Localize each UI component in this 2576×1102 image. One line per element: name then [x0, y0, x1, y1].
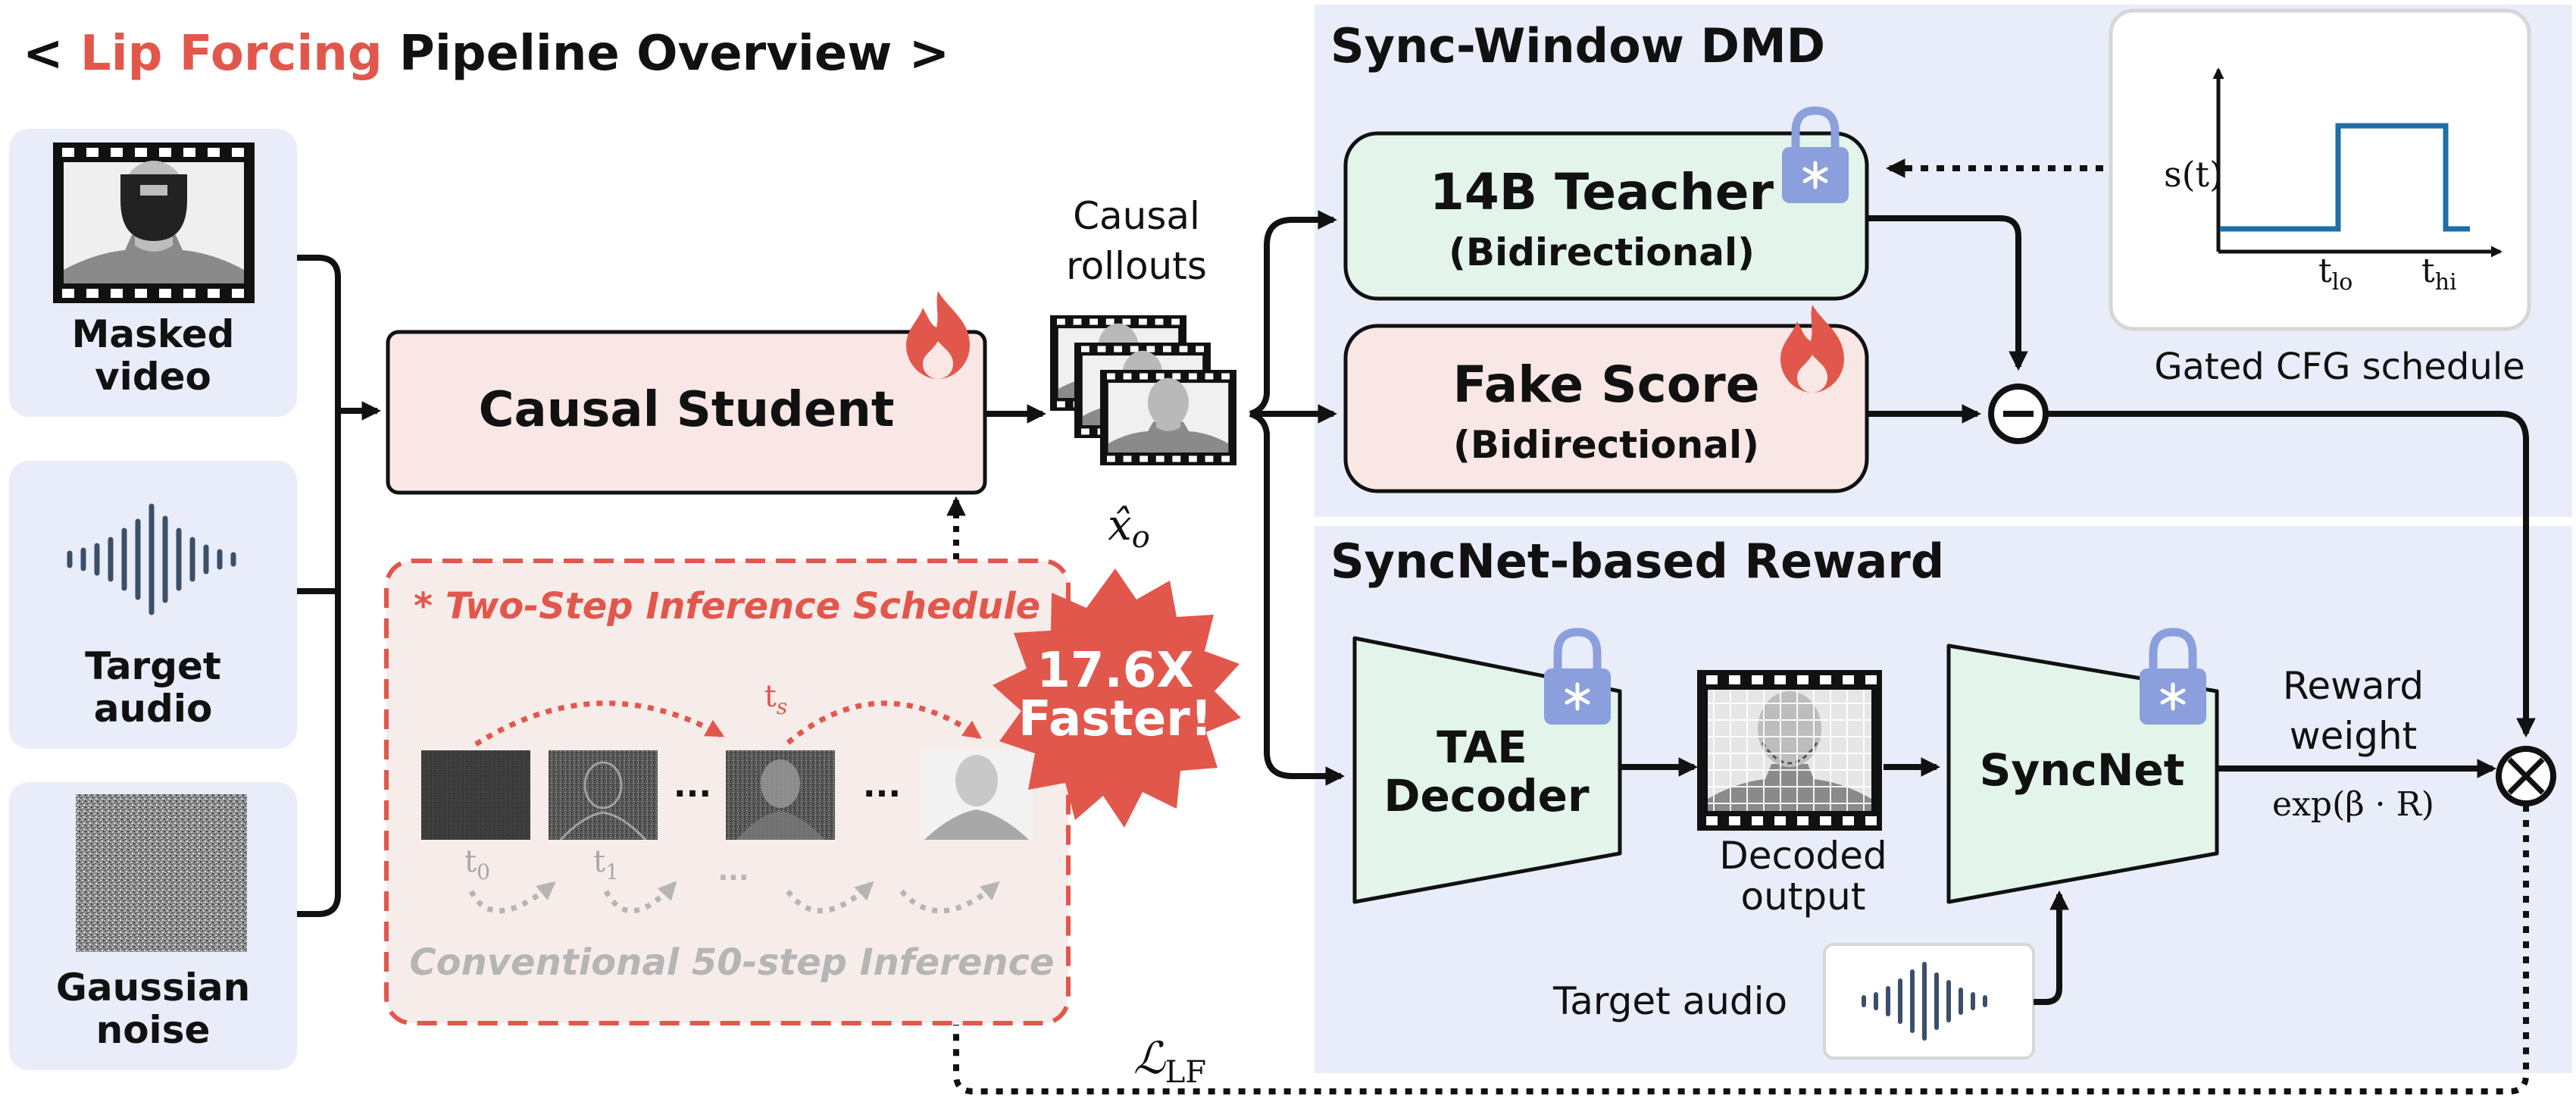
masked-video-label-2: video: [95, 355, 211, 399]
s-label: s(t): [2164, 154, 2223, 195]
audio-to-syncnet-arrow: [2034, 890, 2069, 1005]
frame-t1-face: [559, 761, 647, 841]
teacher-to-minus-arrow: [1867, 215, 2028, 371]
frame-t1: [549, 750, 658, 840]
tlo-label: tlo: [2318, 252, 2352, 296]
teacher-lock-icon: [1782, 106, 1849, 203]
schedule-box: [2109, 8, 2531, 331]
frame-ts-face: [736, 759, 824, 840]
page-title: < Lip Forcing Pipeline Overview >: [23, 26, 949, 82]
conventional-arcs: [468, 881, 1000, 914]
teacher-title: 14B Teacher: [1430, 163, 1774, 221]
fire-icon: [906, 291, 970, 379]
tae-label-2: Decoder: [1383, 770, 1590, 822]
fake-score-sub: (Bidirectional): [1453, 423, 1759, 467]
two-step-arc-2: [786, 700, 983, 745]
snowflake-icon: [1565, 682, 1590, 711]
minus-to-otimes-arrow: [2046, 411, 2536, 738]
reward-title: SyncNet-based Reward: [1330, 534, 1944, 589]
reward-formula: exp(β · R): [2272, 785, 2434, 824]
ellipsis-1: ···: [674, 775, 711, 813]
waveform-icon: [67, 503, 236, 615]
ellipsis-grey: ···: [717, 863, 749, 894]
schedule-axes: [2212, 67, 2503, 258]
film-strip-icon: [53, 142, 255, 303]
badge-line-2: Faster!: [1018, 691, 1212, 747]
fake-score-title: Fake Score: [1453, 355, 1760, 414]
rollout-film-stack: [1050, 315, 1236, 465]
two-step-arc-1: [474, 700, 725, 747]
t0-label: t0: [464, 844, 490, 884]
ellipsis-2: ···: [863, 775, 901, 813]
reward-audio-box: [1823, 943, 2035, 1060]
tae-label-1: TAE: [1436, 722, 1527, 773]
loss-label: ℒLF: [1133, 1032, 1206, 1090]
decoded-output-film: [1697, 670, 1882, 831]
target-audio-label-1: Target: [85, 644, 221, 688]
snowflake-icon: [1802, 161, 1828, 189]
minus-circle-icon: [1988, 384, 2049, 444]
causal-student-label: Causal Student: [479, 382, 895, 438]
rollouts-label-1: Causal: [1073, 194, 1200, 238]
snowflake-icon: [2160, 682, 2186, 711]
frame-t0: [421, 750, 530, 840]
reward-weight-label-2: weight: [2290, 714, 2418, 758]
fake-score-box: [1343, 324, 1869, 493]
thi-label: thi: [2421, 252, 2457, 296]
badge-line-1: 17.6X: [1036, 643, 1193, 699]
branch-arrows: [1249, 210, 1346, 786]
frame-clean: [920, 750, 1033, 840]
schedule-signal: [2220, 123, 2470, 232]
target-audio-label-2: audio: [94, 687, 213, 731]
reward-target-audio-label: Target audio: [1552, 979, 1787, 1023]
decoded-label-2: output: [1741, 875, 1866, 919]
gaussian-noise-label-2: noise: [96, 1008, 211, 1052]
loss-feedback-path: [953, 805, 2529, 1094]
waveform-icon: [1862, 962, 1987, 1041]
syncnet-label: SyncNet: [1980, 744, 2185, 796]
fire-icon: [1780, 305, 1844, 393]
rollouts-label-2: rollouts: [1066, 244, 1207, 288]
t1-label: t1: [593, 844, 619, 884]
starburst-icon: [993, 568, 1241, 828]
conventional-label: Conventional 50-step Inference: [409, 941, 1054, 984]
ts-label: ts: [764, 679, 787, 719]
tae-lock-icon: [1544, 628, 1611, 725]
two-step-label: * Two-Step Inference Schedule: [414, 585, 1040, 628]
syncnet-lock-icon: [2140, 628, 2206, 725]
otimes-icon: [2496, 746, 2556, 806]
noise-icon: [76, 794, 247, 952]
teacher-sub: (Bidirectional): [1449, 230, 1755, 274]
rollouts-symbol: x̂o: [1108, 501, 1150, 555]
decoded-label-1: Decoded: [1719, 834, 1887, 878]
input-merge-bracket: [297, 255, 341, 917]
gaussian-noise-label-1: Gaussian: [56, 966, 250, 1010]
schedule-caption: Gated CFG schedule: [2154, 346, 2524, 388]
dmd-title: Sync-Window DMD: [1330, 18, 1825, 74]
reward-weight-label-1: Reward: [2283, 664, 2424, 708]
masked-video-label-1: Masked: [72, 312, 235, 356]
